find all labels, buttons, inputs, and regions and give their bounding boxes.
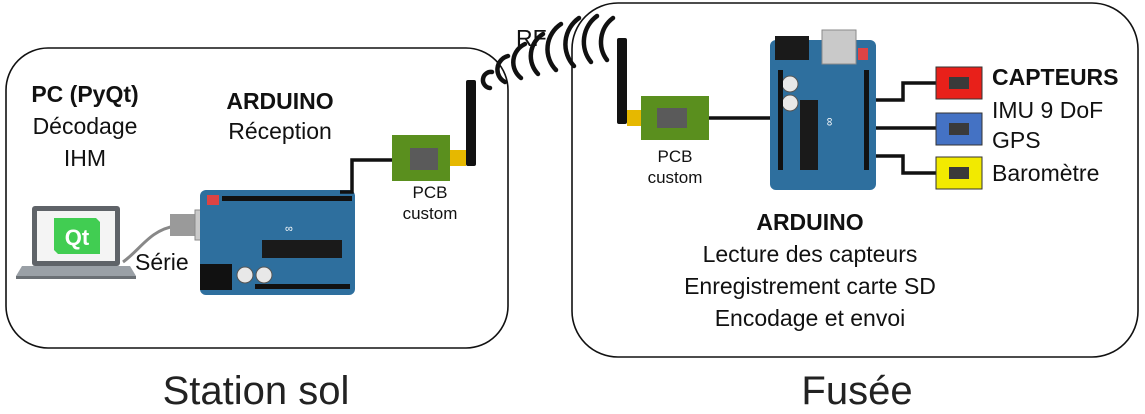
- sensor-label-imu: IMU 9 DoF: [992, 97, 1104, 123]
- barometer-wire: [876, 154, 936, 175]
- rocket-antenna-icon: [617, 38, 627, 124]
- ground-arduino-to-pcb-wire: [340, 158, 392, 194]
- rocket-pcb-line1: PCB: [657, 147, 693, 166]
- rocket-arduino-board: ∞: [770, 29, 876, 190]
- rocket-pcb-line2: custom: [647, 168, 703, 187]
- ground-pcb-label: PCB custom: [385, 182, 475, 224]
- serial-cable: [122, 224, 176, 264]
- sensors-title: CAPTEURS: [992, 64, 1119, 90]
- sensor-label-gps: GPS: [992, 127, 1041, 153]
- ground-arduino-role: Réception: [228, 118, 332, 144]
- rocket-box: [571, 2, 1139, 358]
- ground-pcb-module: [392, 135, 466, 181]
- rocket-arduino-title: ARDUINO: [756, 209, 864, 235]
- svg-text:∞: ∞: [285, 223, 293, 235]
- ground-arduino-title: ARDUINO: [226, 88, 334, 114]
- rf-label: RF: [516, 25, 547, 51]
- pc-line-hmi: IHM: [63, 145, 107, 171]
- barometer-sensor-block: [935, 156, 983, 190]
- rocket-arduino-line-2: Enregistrement carte SD: [684, 273, 936, 299]
- rocket-title: Fusée: [801, 369, 913, 413]
- ground-arduino-label: ARDUINO Réception: [200, 86, 360, 146]
- qt-logo-text: Qt: [65, 225, 90, 250]
- qt-logo-icon: Qt: [54, 218, 100, 254]
- rocket-arduino-line-3: Encodage et envoi: [714, 305, 906, 331]
- ground-antenna-icon: [466, 80, 476, 166]
- gps-sensor-block: [935, 112, 983, 146]
- rf-waves-icon: [480, 13, 616, 91]
- ground-pcb-line1: PCB: [412, 183, 448, 202]
- svg-text:∞: ∞: [822, 117, 836, 126]
- serial-label: Série: [135, 249, 189, 275]
- pc-label: PC (PyQt) Décodage IHM: [20, 78, 150, 174]
- sensor-label-barometer: Baromètre: [992, 160, 1100, 186]
- ground-station-box: [5, 47, 509, 349]
- ground-arduino-board: ∞: [200, 190, 355, 295]
- imu-sensor-block: [935, 66, 983, 100]
- rocket-arduino-line-1: Lecture des capteurs: [702, 241, 918, 267]
- pc-title: PC (PyQt): [31, 81, 139, 107]
- ground-pcb-line2: custom: [402, 204, 458, 223]
- rocket-arduino-label: ARDUINO Lecture des capteurs Enregistrem…: [650, 206, 970, 334]
- imu-wire: [876, 81, 936, 102]
- pc-line-decoding: Décodage: [32, 113, 138, 139]
- rocket-pcb-label: PCB custom: [630, 146, 720, 188]
- ground-station-title: Station sol: [162, 369, 350, 413]
- rocket-pcb-module: [627, 96, 709, 140]
